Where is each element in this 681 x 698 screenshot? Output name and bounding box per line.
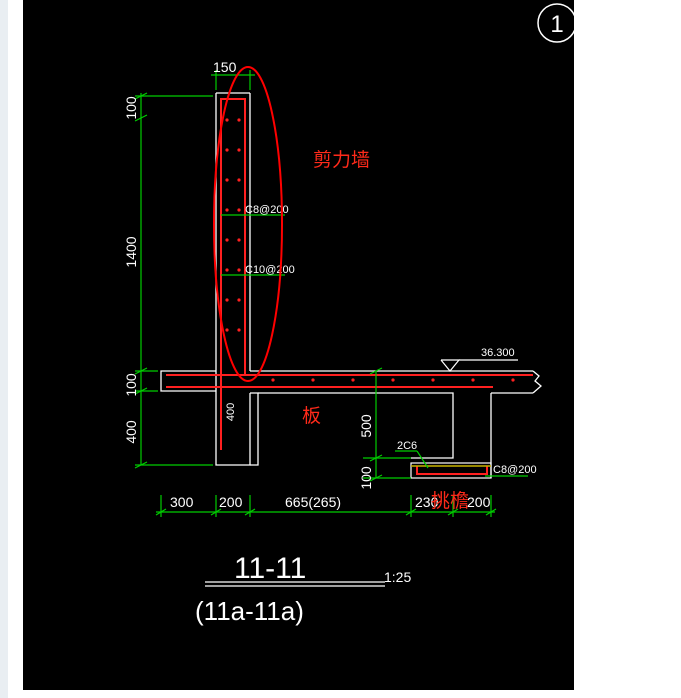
annotation-shear-wall: 剪力墙: [313, 149, 370, 171]
dim-wall-below: 400: [123, 420, 139, 444]
dimension-lines: [134, 70, 528, 517]
title-underline: [205, 581, 385, 587]
section-title: 11-11: [234, 552, 306, 585]
dim-wall-top: 100: [123, 96, 139, 120]
shear-wall-highlight-ellipse: [213, 66, 283, 382]
dim-wall-height: 1400: [123, 236, 139, 267]
cantilever-ledge: [410, 462, 492, 479]
section-alt-title: (11a-11a): [195, 596, 304, 626]
rebar-label-horizontal: C8@200: [245, 204, 289, 216]
dim-bottom-3: 665(265): [285, 494, 341, 510]
rebar-label-vertical: C10@200: [245, 264, 295, 276]
rebar-dots: [225, 118, 515, 382]
rebar-label-stirrup: C8@200: [493, 464, 537, 476]
dim-bottom-1: 300: [170, 494, 194, 510]
section-scale: 1:25: [384, 569, 411, 585]
dim-beam-depth: 500: [358, 414, 374, 438]
left-page-margin: [0, 0, 8, 698]
dim-bottom-4: 230: [415, 494, 439, 510]
dim-wall-inner: 400: [225, 403, 237, 421]
annotation-cantilever: 挑檐: [431, 490, 469, 512]
cad-drawing-canvas: 1: [23, 0, 577, 690]
dim-bottom-5: 200: [467, 494, 491, 510]
dim-ledge-thk: 100: [358, 466, 374, 490]
concrete-outline: [160, 92, 543, 478]
rebar-label-ledge: 2C6: [397, 440, 417, 452]
dim-bottom-2: 200: [219, 494, 243, 510]
dim-top-width: 150: [213, 59, 237, 75]
annotation-slab: 板: [302, 405, 321, 427]
ledge-rebar: [416, 466, 488, 475]
elevation-marker: [440, 359, 518, 372]
section-drawing: 1: [123, 3, 577, 626]
elevation-value: 36.300: [481, 347, 515, 359]
sheet-number: 1: [550, 11, 563, 38]
dim-slab-thk: 100: [123, 373, 139, 397]
